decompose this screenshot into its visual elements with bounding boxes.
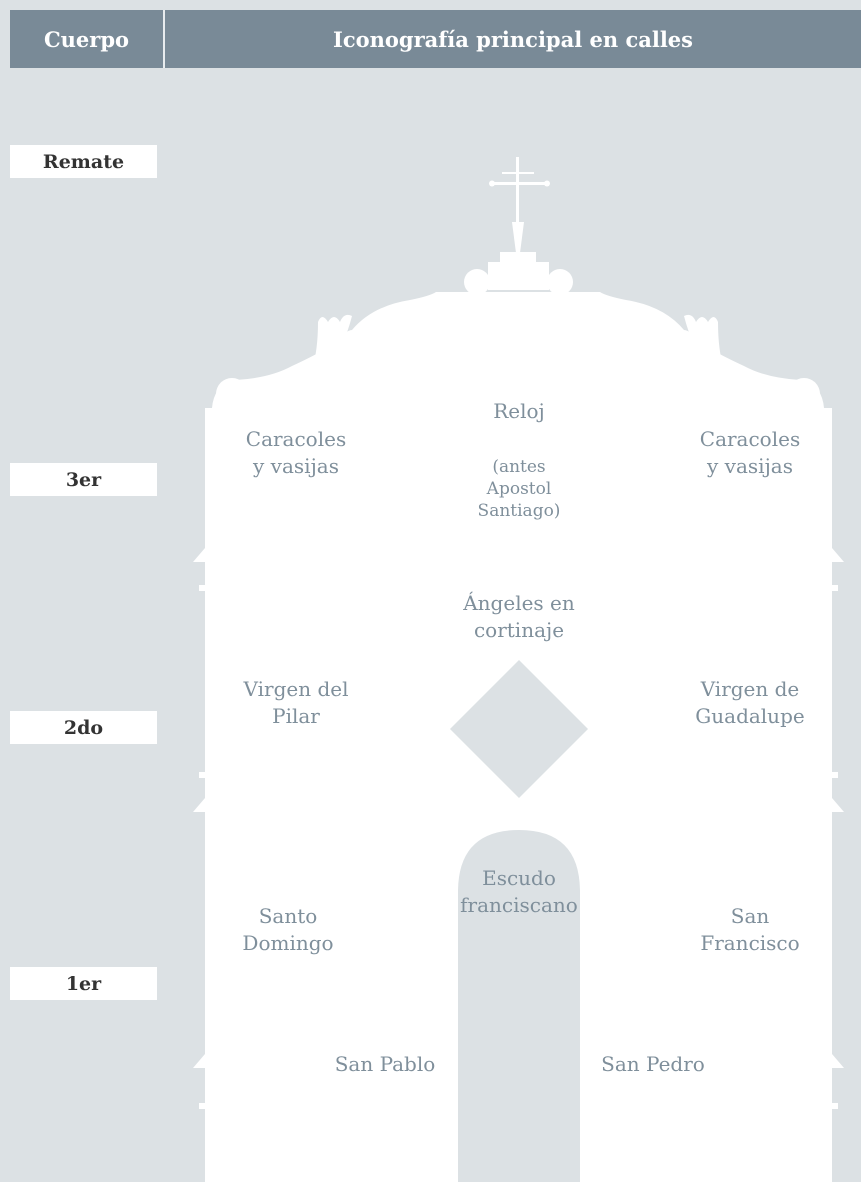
arched-doorway — [458, 830, 580, 1182]
cornice-right-3 — [830, 585, 838, 591]
diamond-window — [450, 660, 588, 798]
first-center-line-2: franciscano — [460, 893, 578, 917]
cross-finial-right — [544, 180, 550, 187]
cornice-right-1 — [830, 1103, 838, 1109]
third-center-note-line-1: (antes — [492, 457, 546, 477]
third-center-title: Reloj — [493, 399, 545, 423]
cross-horizontal — [494, 182, 546, 185]
third-right-line-2: y vasijas — [707, 454, 793, 478]
second-center-line-1: Ángeles en — [463, 591, 575, 615]
second-left-label: Virgen del Pilar — [244, 676, 349, 730]
scroll-right — [788, 378, 820, 410]
level-third: 3er — [10, 463, 157, 496]
third-left-line-2: y vasijas — [253, 454, 339, 478]
cornice-left-3 — [199, 585, 207, 591]
third-right-line-1: Caracoles — [699, 427, 801, 451]
cornice-left-2 — [199, 772, 207, 778]
cornice-right-2 — [830, 772, 838, 778]
header-divider — [163, 10, 165, 68]
first-right-label: San Francisco — [700, 903, 799, 957]
level-second: 2do — [10, 711, 157, 744]
second-right-line-1: Virgen de — [700, 677, 800, 701]
scroll-left — [216, 378, 248, 410]
third-center-note-line-3: Santiago) — [477, 501, 561, 521]
header-iconography-column: Iconografía principal en calles — [333, 26, 693, 52]
first-center-label: Escudo franciscano — [460, 865, 578, 919]
level-remate: Remate — [10, 145, 157, 178]
second-center-label: Ángeles en cortinaje — [463, 590, 575, 644]
second-left-line-2: Pilar — [272, 704, 320, 728]
second-left-line-1: Virgen del — [243, 677, 349, 701]
second-right-label: Virgen de Guadalupe — [695, 676, 804, 730]
first-lower-right-label: San Pedro — [601, 1052, 705, 1076]
third-center-note: (antes Apostol Santiago) — [478, 456, 561, 522]
pedestal — [488, 252, 549, 290]
header-body-column: Cuerpo — [43, 26, 130, 52]
cross-upper-bar — [502, 172, 534, 174]
cross-base — [512, 222, 524, 253]
first-left-line-2: Domingo — [242, 931, 334, 955]
level-first: 1er — [10, 967, 157, 1000]
first-right-line-2: Francisco — [700, 931, 800, 955]
first-center-line-1: Escudo — [482, 866, 556, 890]
volute-right — [684, 314, 724, 370]
volute-left — [312, 314, 352, 370]
cross-finial-left — [489, 180, 495, 187]
table-header: Cuerpo Iconografía principal en calles — [10, 10, 861, 68]
cross-vertical — [516, 157, 519, 252]
third-center-note-line-2: Apostol — [486, 479, 552, 499]
first-left-line-1: Santo — [258, 904, 318, 928]
pedestal-ball-right — [547, 269, 573, 295]
third-left-line-1: Caracoles — [245, 427, 347, 451]
pedestal-ball-left — [464, 269, 490, 295]
third-right-label: Caracoles y vasijas — [700, 426, 800, 480]
first-left-label: Santo Domingo — [242, 903, 333, 957]
cornice-left-1 — [199, 1103, 207, 1109]
second-center-line-2: cortinaje — [473, 618, 565, 642]
first-right-line-1: San — [730, 904, 770, 928]
second-right-line-2: Guadalupe — [695, 704, 805, 728]
third-left-label: Caracoles y vasijas — [246, 426, 346, 480]
first-lower-left-label: San Pablo — [334, 1052, 436, 1076]
